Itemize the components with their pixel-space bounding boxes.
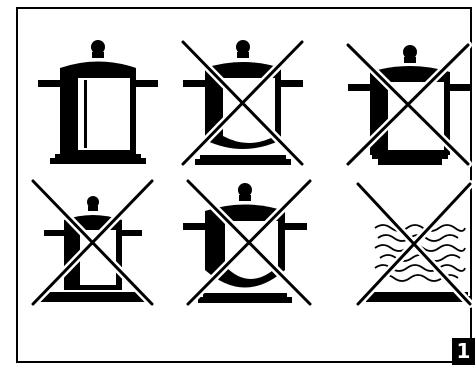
cross-mark-6 <box>358 184 470 304</box>
figure-number-badge: 1 <box>452 338 475 365</box>
pot-correct-illustration <box>38 40 158 164</box>
